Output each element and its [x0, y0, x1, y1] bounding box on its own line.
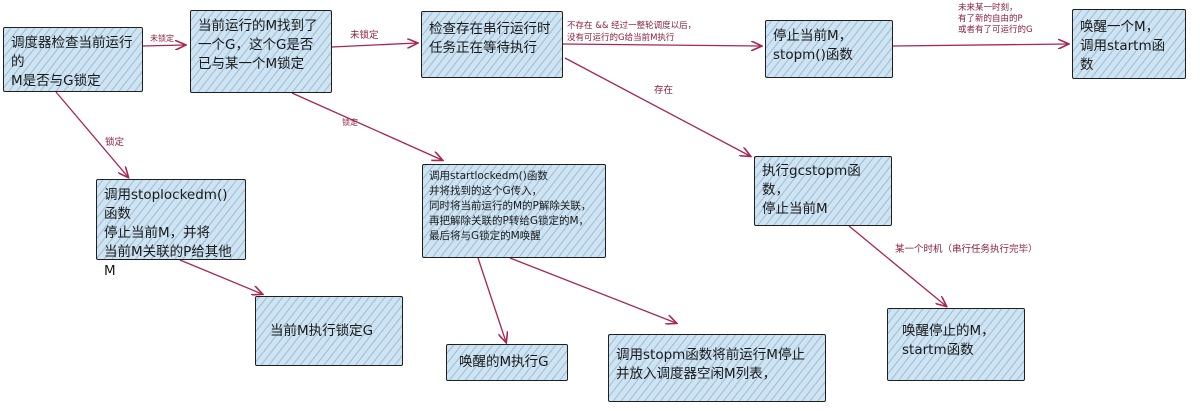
- arrow-n1-n2: [142, 45, 185, 46]
- arrow-n3-n8: [564, 57, 750, 156]
- label-exist: 存在: [654, 85, 674, 96]
- arrow-n8-n12: [848, 225, 946, 306]
- node-wake-startm: 唤醒一个M， 调用startm函数: [1072, 9, 1186, 79]
- node-run-locked-g: 当前M执行锁定G: [255, 296, 403, 366]
- arrow-n3-n4: [562, 44, 761, 46]
- node-wake-stopped-m: 唤醒停止的M， startm函数: [887, 308, 1025, 381]
- arrow-n2-n7: [291, 92, 442, 160]
- label-some-time: 某一个时机（串行任务执行完毕）: [895, 244, 1038, 255]
- arrow-n4-n5: [892, 44, 1068, 46]
- node-stopm: 停止当前M， stopm()函数: [765, 20, 893, 78]
- node-check-serial-task: 检查存在串行运行时 任务正在等待执行: [421, 11, 563, 78]
- node-stoplockedm: 调用stoplockedm()函数 停止当前M，并将 当前M关联的P给其他M: [96, 179, 246, 279]
- arrow-n6-n9: [179, 259, 262, 294]
- arrow-n7-n10: [477, 257, 506, 342]
- arrow-n1-n6: [55, 91, 128, 177]
- label-locked-2: 锁定: [342, 118, 358, 127]
- label-locked-1: 锁定: [105, 137, 125, 148]
- arrow-n2-n3: [331, 43, 417, 47]
- node-g-locked-check: 当前运行的M找到了 一个G，这个G是否 已与某一个M锁定: [190, 10, 332, 93]
- label-not-exist: 不存在 && 经过一整轮调度以后， 没有可运行的G给当前M执行: [567, 21, 697, 43]
- label-unlocked-2: 未锁定: [350, 30, 379, 41]
- node-stopm-idle-list: 调用stopm函数将前运行M停止 并放入调度器空闲M列表，: [608, 334, 826, 402]
- node-gcstopm: 执行gcstopm函数， 停止当前M: [754, 156, 892, 226]
- node-startlockedm: 调用startlockedm()函数 并将找到的这个G传入， 同时将当前运行的M…: [422, 164, 606, 258]
- label-future: 未来某一时刻， 有了新的自由的P 或者有了可运行的G: [958, 3, 1033, 35]
- arrow-n7-n11: [509, 257, 676, 323]
- node-check-m-locked: 调度器检查当前运行的 M是否与G锁定: [3, 27, 143, 92]
- label-unlocked-1: 未锁定: [150, 34, 174, 43]
- node-woken-m-run-g: 唤醒的M执行G: [446, 344, 568, 381]
